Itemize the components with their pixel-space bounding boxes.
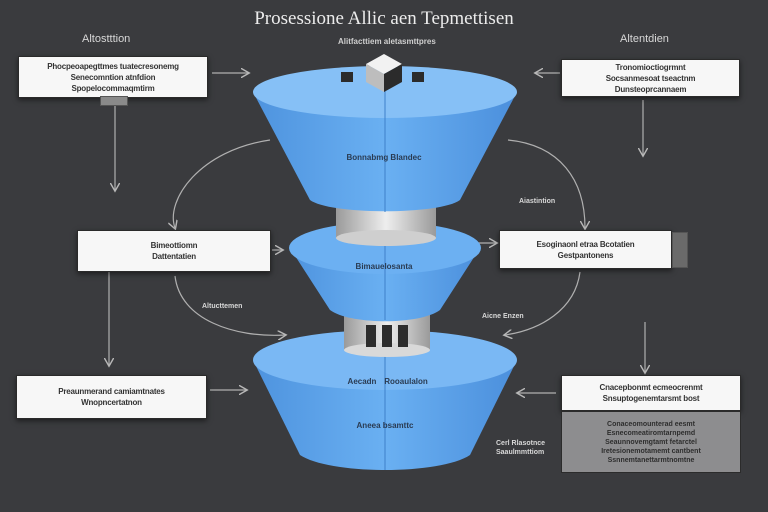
panel-right-details: Conaceomounterad eesmt Esnecomeatiromtar… <box>561 411 741 473</box>
funnel-bottom-label-lower: Aneea bsamttc <box>357 421 414 430</box>
panel-line: Conaceomounterad eesmt <box>607 420 695 428</box>
box-line: Bimeottiomn <box>150 241 198 250</box>
funnel-bottom-label-right: Rooaulalon <box>384 377 428 386</box>
box-line: Preaunmerand camiamtnates <box>58 387 165 396</box>
box-line: Snsuptogenemtarsmt bost <box>602 394 700 403</box>
box-left-top-tab <box>100 96 128 106</box>
panel-line: Iretesionemotamemt cantbent <box>601 447 701 455</box>
right-heading: Altentdien <box>620 33 669 45</box>
flow-label-right-lower: Aicne Enzen <box>482 313 524 320</box>
box-line: Cnacepbonmt ecmeocrenmt <box>599 383 703 392</box>
panel-line: Esnecomeatiromtarnpemd <box>606 429 696 437</box>
box-right-middle-tab <box>672 232 688 268</box>
box-line: Socsanmesoat tseactnm <box>605 73 696 83</box>
flow-label-left-lower: Altucttemen <box>202 303 243 310</box>
panel-line: Seaunnovemgtamt fetarctel <box>605 438 697 446</box>
box-line: Dattentatien <box>152 252 196 261</box>
left-heading: Altostttion <box>82 33 131 45</box>
funnel-top-label: Bonnabmg Blandec <box>346 153 422 162</box>
flow-label-right-upper: Aiastintion <box>519 198 556 205</box>
box-line: Spopelocommaqmtirm <box>71 83 155 93</box>
box-line: Senecomntion atnfdion <box>70 72 156 82</box>
cube-icon <box>341 54 424 92</box>
flow-label-bottom-right-1: Cerl Rlasotnce <box>496 440 546 447</box>
connector-arrows <box>109 73 645 393</box>
box-line: Dunsteoprcannaem <box>614 84 687 94</box>
box-right-top: Tronomioctiogrmnt Socsanmesoat tseactnm … <box>561 59 740 97</box>
panel-line: Ssnnemtanettarmtnomtne <box>607 456 695 464</box>
top-caption: Alitfacttiem aletasmttpres <box>338 37 436 46</box>
funnel-bottom-label-left: Aecadn <box>348 377 377 386</box>
box-left-bottom: Preaunmerand camiamtnates Wnopncertatnon <box>16 375 207 419</box>
page-title: Prosessione Allic aen Tepmettisen <box>254 8 514 29</box>
box-line: Tronomioctiogrmnt <box>615 62 686 72</box>
box-line: Esoginaonl etraa Bcotatien <box>536 239 635 249</box>
box-right-middle: Esoginaonl etraa Bcotatien Gestpantonens <box>499 230 672 269</box>
box-left-middle: Bimeottiomn Dattentatien <box>77 230 271 272</box>
box-line: Gestpantonens <box>557 250 614 260</box>
box-line: Wnopncertatnon <box>81 398 142 407</box>
flow-label-bottom-right-2: Saaulmmttiom <box>496 449 545 456</box>
box-line: Phocpeoapegttmes tuatecresonemg <box>47 61 179 71</box>
funnel-middle-label: Bimauelosanta <box>356 262 413 271</box>
box-left-top: Phocpeoapegttmes tuatecresonemg Senecomn… <box>18 56 208 98</box>
funnel-top-tier <box>253 66 517 212</box>
box-right-bottom: Cnacepbonmt ecmeocrenmt Snsuptogenemtars… <box>561 375 741 411</box>
